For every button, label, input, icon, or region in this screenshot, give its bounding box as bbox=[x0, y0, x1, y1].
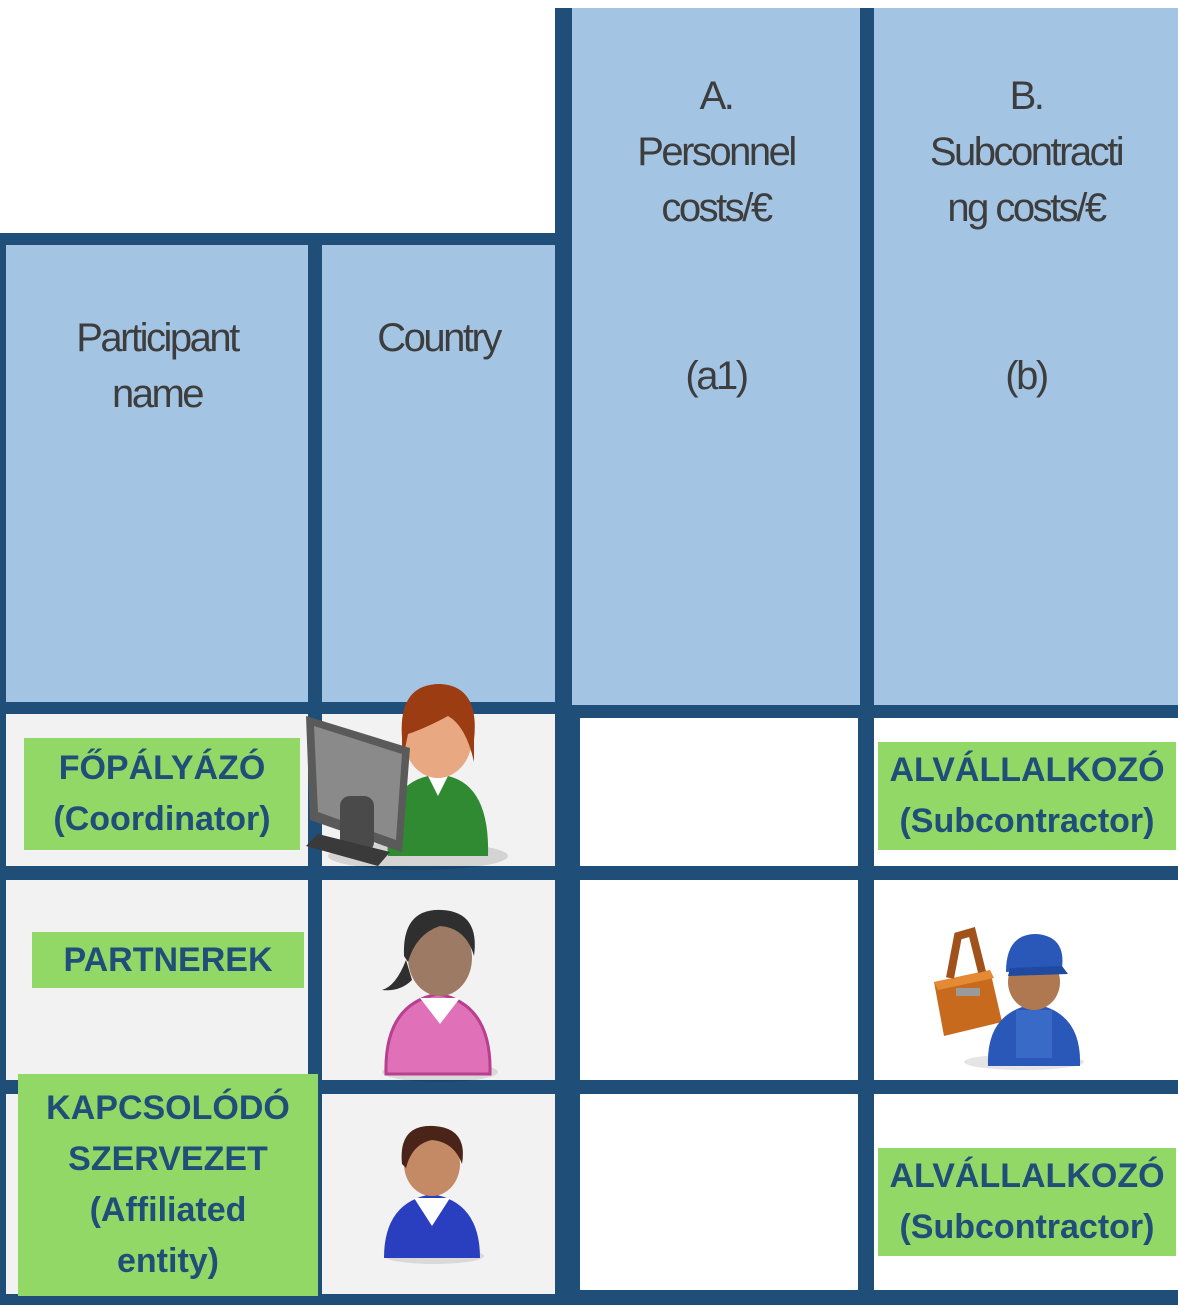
man-icon bbox=[378, 1118, 486, 1268]
header-personnel-costs: A. Personnel costs/€ bbox=[637, 74, 797, 230]
header-country: Country bbox=[377, 316, 502, 360]
header-cell-country bbox=[322, 245, 555, 702]
row2-personnel-cell bbox=[580, 880, 858, 1080]
worker-with-toolbox-icon bbox=[928, 922, 1088, 1072]
row3-personnel-cell bbox=[580, 1094, 858, 1290]
header-cell-subcontracting bbox=[874, 8, 1178, 705]
header-subcontracting-costs: B. Subcontracti ng costs/€ bbox=[929, 74, 1125, 230]
header-personnel-code: (a1) bbox=[685, 354, 749, 398]
subcontractor-label-1: ALVÁLLALKOZÓ (Subcontractor) bbox=[878, 742, 1176, 850]
subcontractor-label-2: ALVÁLLALKOZÓ (Subcontractor) bbox=[878, 1148, 1176, 1256]
header-cell-personnel bbox=[572, 8, 860, 705]
header-cell-participant bbox=[6, 245, 308, 702]
partners-label: PARTNEREK bbox=[32, 932, 304, 988]
header-participant-name: Participant name bbox=[76, 316, 240, 416]
row1-personnel-cell bbox=[580, 718, 858, 866]
header-subcontracting-code: (b) bbox=[1005, 354, 1049, 398]
coordinator-label: FŐPÁLYÁZÓ (Coordinator) bbox=[24, 738, 300, 850]
person-at-computer-icon bbox=[298, 676, 518, 886]
woman-icon bbox=[376, 900, 500, 1086]
affiliated-entity-label: KAPCSOLÓDÓ SZERVEZET (Affiliated entity) bbox=[18, 1074, 318, 1296]
